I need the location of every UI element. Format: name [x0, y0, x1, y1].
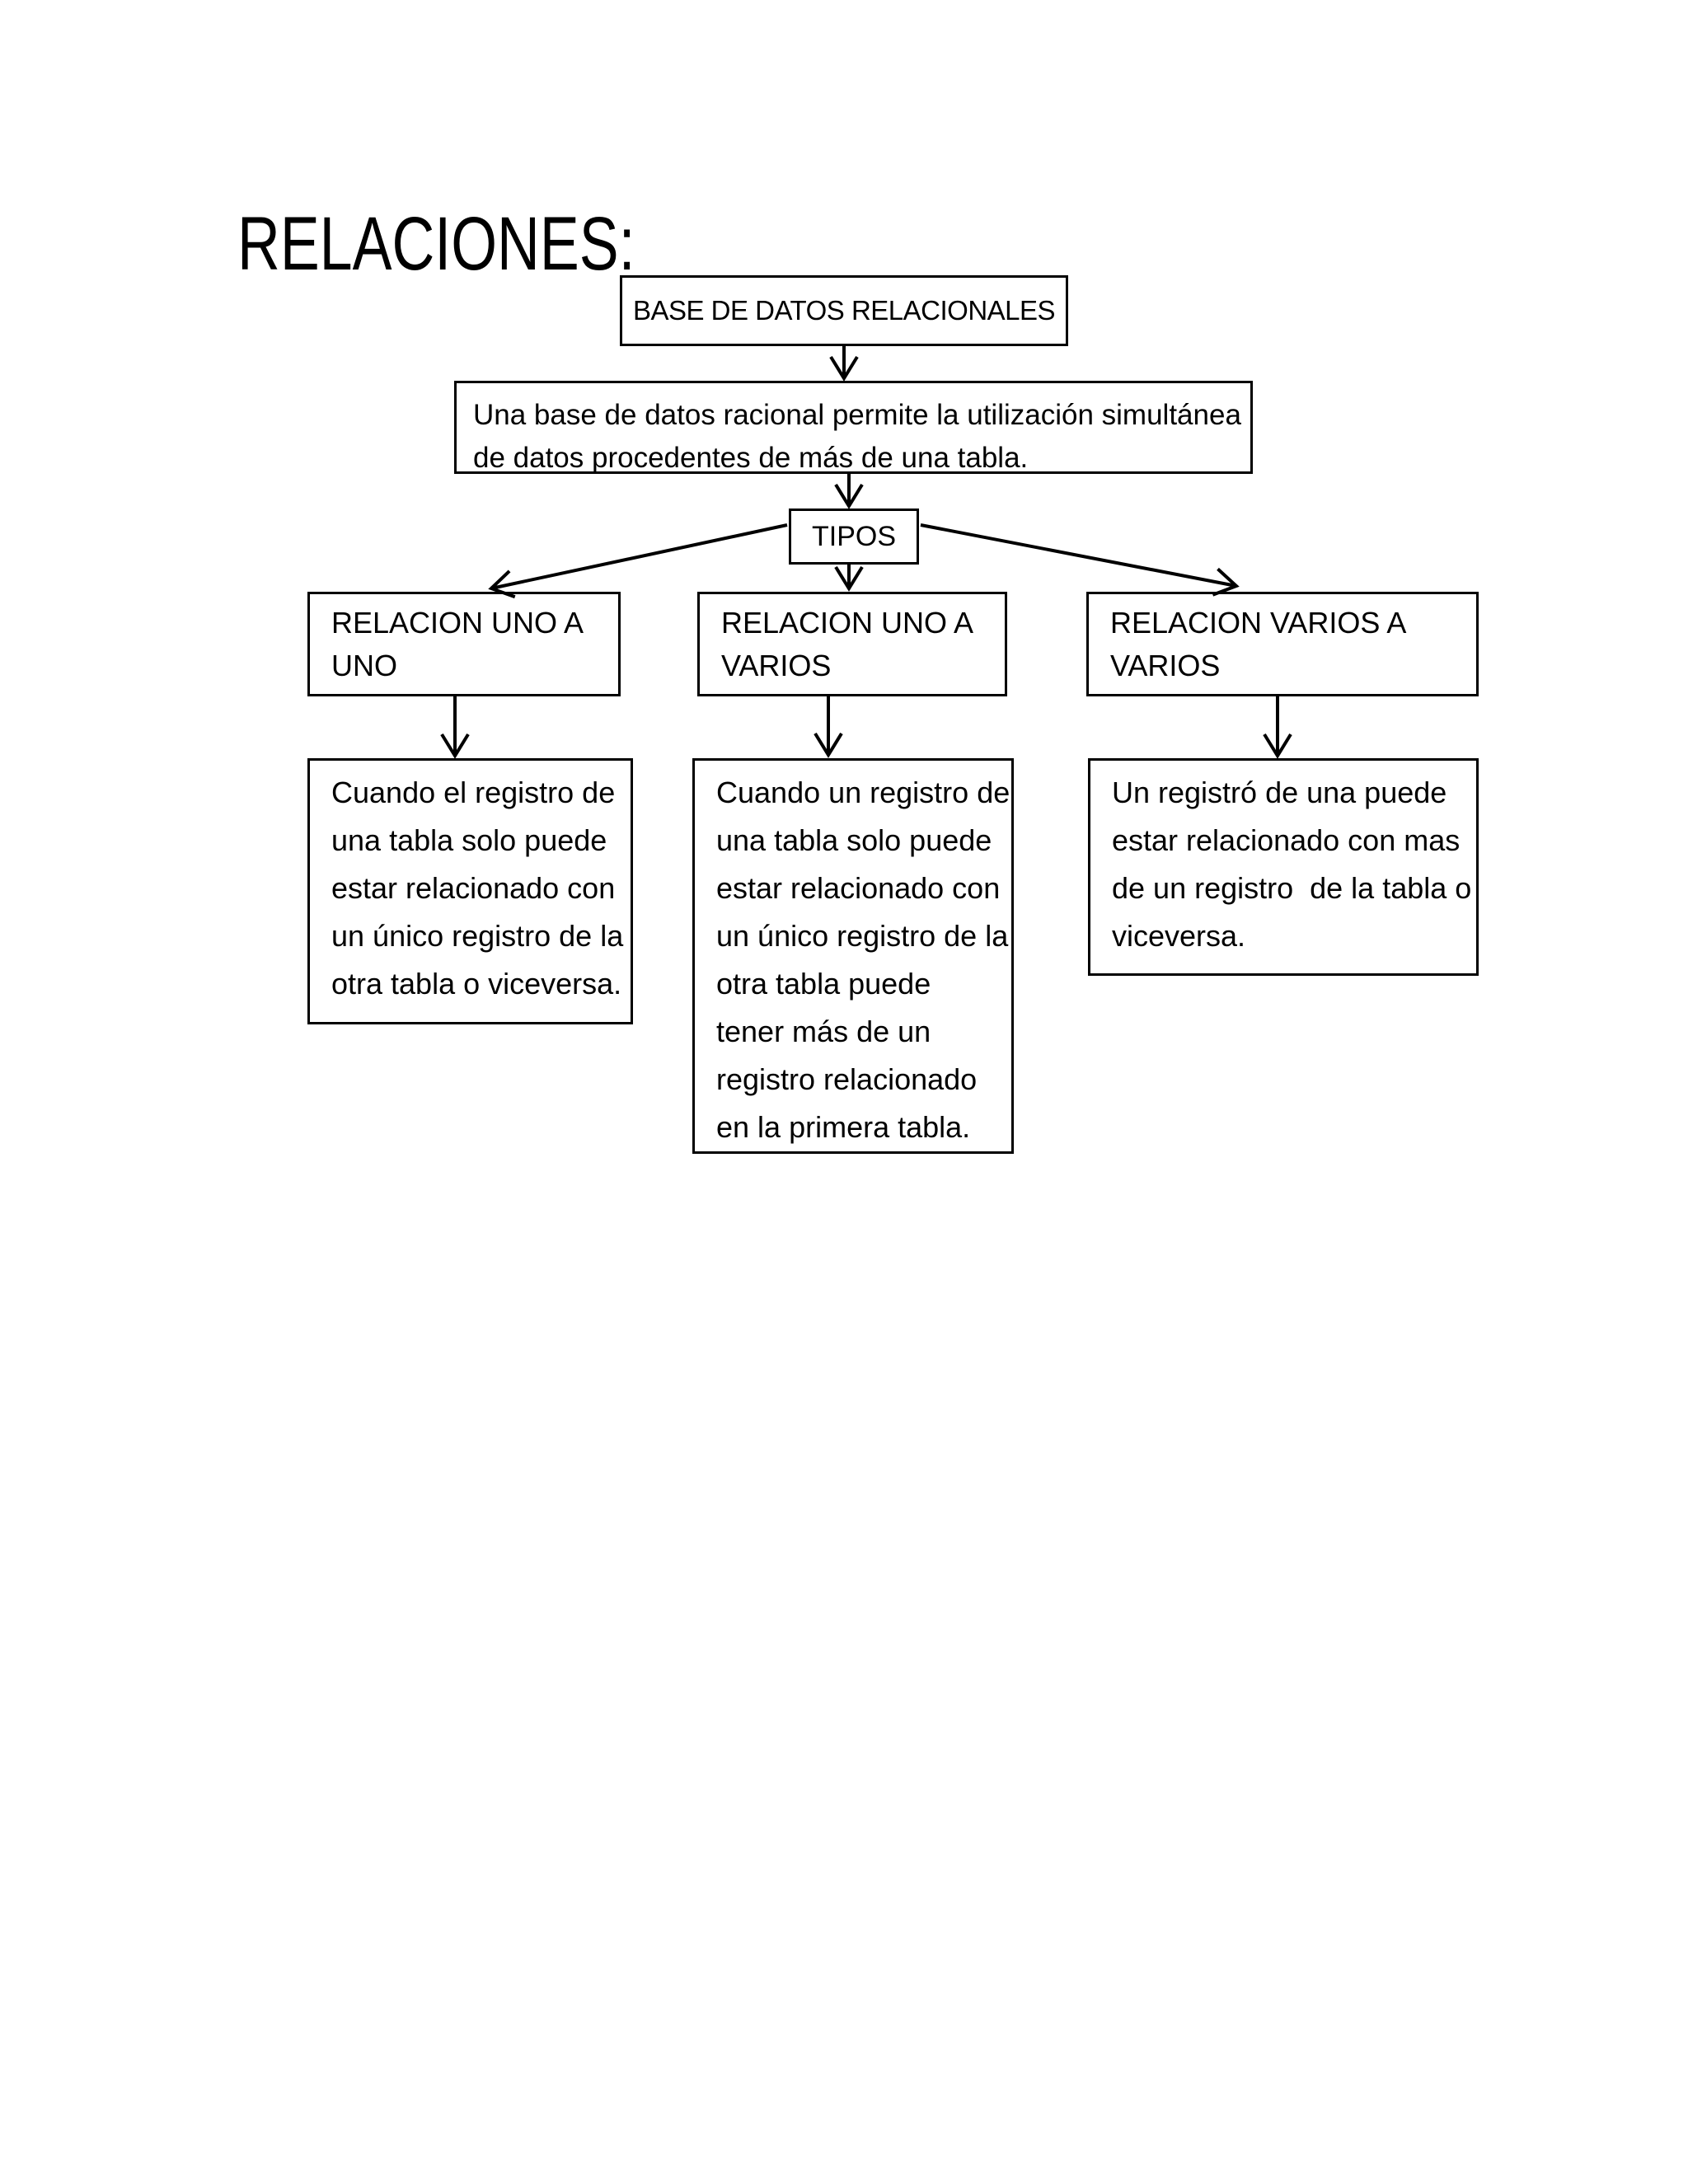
type-box-uno-a-uno: RELACION UNO A UNO — [307, 592, 621, 696]
tipos-label: TIPOS — [811, 520, 897, 552]
definition-line: Una base de datos racional permite la ut… — [473, 399, 1241, 431]
arrow-tipos-to-uno-a-uno — [488, 523, 788, 599]
desc-line: tener más de un — [716, 1015, 931, 1048]
page-title: RELACIONES: — [237, 206, 748, 282]
type-box-uno-a-varios: RELACION UNO A VARIOS — [697, 592, 1007, 696]
desc-line: una tabla solo puede — [331, 823, 607, 857]
desc-line: un único registro de la — [716, 919, 1009, 953]
tipos-box: TIPOS — [789, 509, 919, 565]
desc-line: otra tabla o viceversa. — [331, 967, 622, 1001]
type-box-line: UNO — [331, 649, 397, 682]
page-title-text: RELACIONES: — [237, 202, 635, 286]
desc-line: registro relacionado — [716, 1062, 978, 1096]
desc-line: Cuando el registro de — [331, 776, 616, 809]
desc-line: una tabla solo puede — [716, 823, 992, 857]
base-de-datos-box: BASE DE DATOS RELACIONALES — [620, 275, 1068, 346]
desc-box-uno-a-uno: Cuando el registro de una tabla solo pue… — [307, 758, 633, 1024]
type-box-line: RELACION VARIOS A — [1110, 606, 1407, 640]
definition-box: Una base de datos racional permite la ut… — [454, 381, 1253, 474]
definition-line: de datos procedentes de más de una tabla… — [473, 442, 1029, 474]
desc-line: Cuando un registro de — [716, 776, 1010, 809]
desc-box-varios-a-varios: Un registró de una puede estar relaciona… — [1088, 758, 1479, 976]
desc-box-uno-a-varios: Cuando un registro de una tabla solo pue… — [692, 758, 1014, 1154]
type-box-varios-a-varios: RELACION VARIOS A VARIOS — [1086, 592, 1479, 696]
desc-line: Un registró de una puede — [1112, 776, 1447, 809]
arrow-tipos-to-varios-a-varios — [920, 523, 1240, 597]
desc-line: estar relacionado con — [716, 871, 1001, 905]
desc-line: un único registro de la — [331, 919, 624, 953]
base-de-datos-label: BASE DE DATOS RELACIONALES — [632, 295, 1056, 326]
desc-line: estar relacionado con mas — [1112, 823, 1461, 857]
type-box-line: RELACION UNO A — [331, 606, 584, 640]
desc-line: en la primera tabla. — [716, 1110, 971, 1144]
desc-line: estar relacionado con — [331, 871, 616, 905]
desc-line: otra tabla puede — [716, 967, 931, 1001]
type-box-line: VARIOS — [721, 649, 832, 682]
type-box-line: RELACION UNO A — [721, 606, 974, 640]
desc-line: de un registro de la tabla o — [1112, 871, 1472, 905]
desc-line: viceversa. — [1112, 919, 1246, 953]
type-box-line: VARIOS — [1110, 649, 1221, 682]
